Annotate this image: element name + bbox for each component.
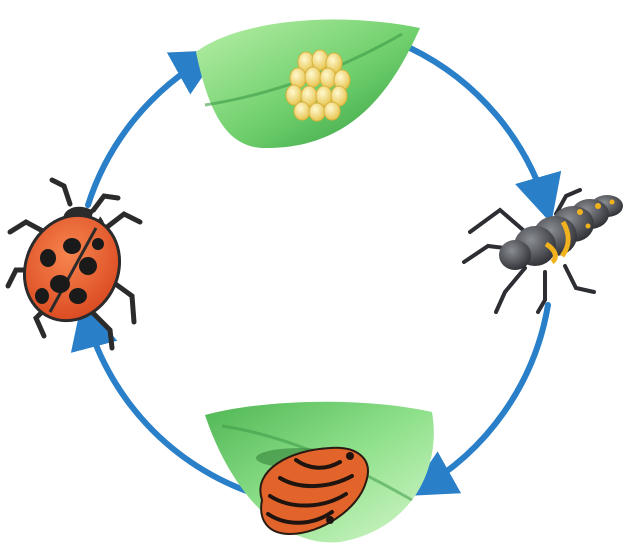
arrow-eggs-to-larva xyxy=(410,48,548,212)
larva-icon xyxy=(464,190,623,312)
arrow-adult-to-eggs xyxy=(88,56,210,205)
ladybug-icon xyxy=(7,180,140,348)
eggs-on-leaf-icon xyxy=(196,20,420,149)
arrow-larva-to-pupa xyxy=(418,305,548,490)
pupa-on-leaf-icon xyxy=(205,402,434,543)
